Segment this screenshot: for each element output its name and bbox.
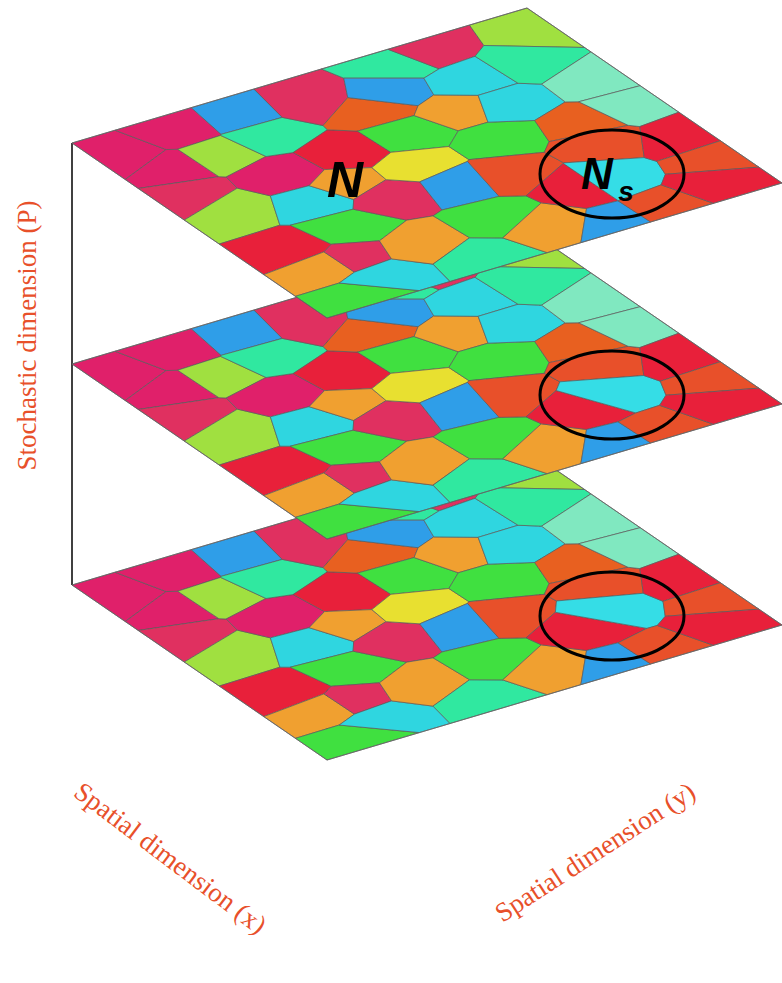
- layer-border: [72, 450, 782, 760]
- selection-ellipse: [540, 130, 684, 218]
- axis-label: Stochastic dimension (P): [15, 200, 42, 470]
- grain-map-layer: [72, 450, 782, 760]
- selection-ellipse: [540, 351, 684, 439]
- selection-ellipse: [540, 572, 684, 660]
- subscript: s: [618, 178, 634, 206]
- layer-border: [72, 229, 782, 539]
- grain-count-label: N: [327, 155, 363, 205]
- axis-label: Spatial dimension (x): [69, 777, 271, 938]
- grain-map-layer: [72, 8, 782, 318]
- subset-label: N: [581, 152, 613, 196]
- grain-map-layer: [72, 229, 782, 539]
- axis-label: Spatial dimension (y): [490, 777, 700, 926]
- layer-border: [72, 8, 782, 318]
